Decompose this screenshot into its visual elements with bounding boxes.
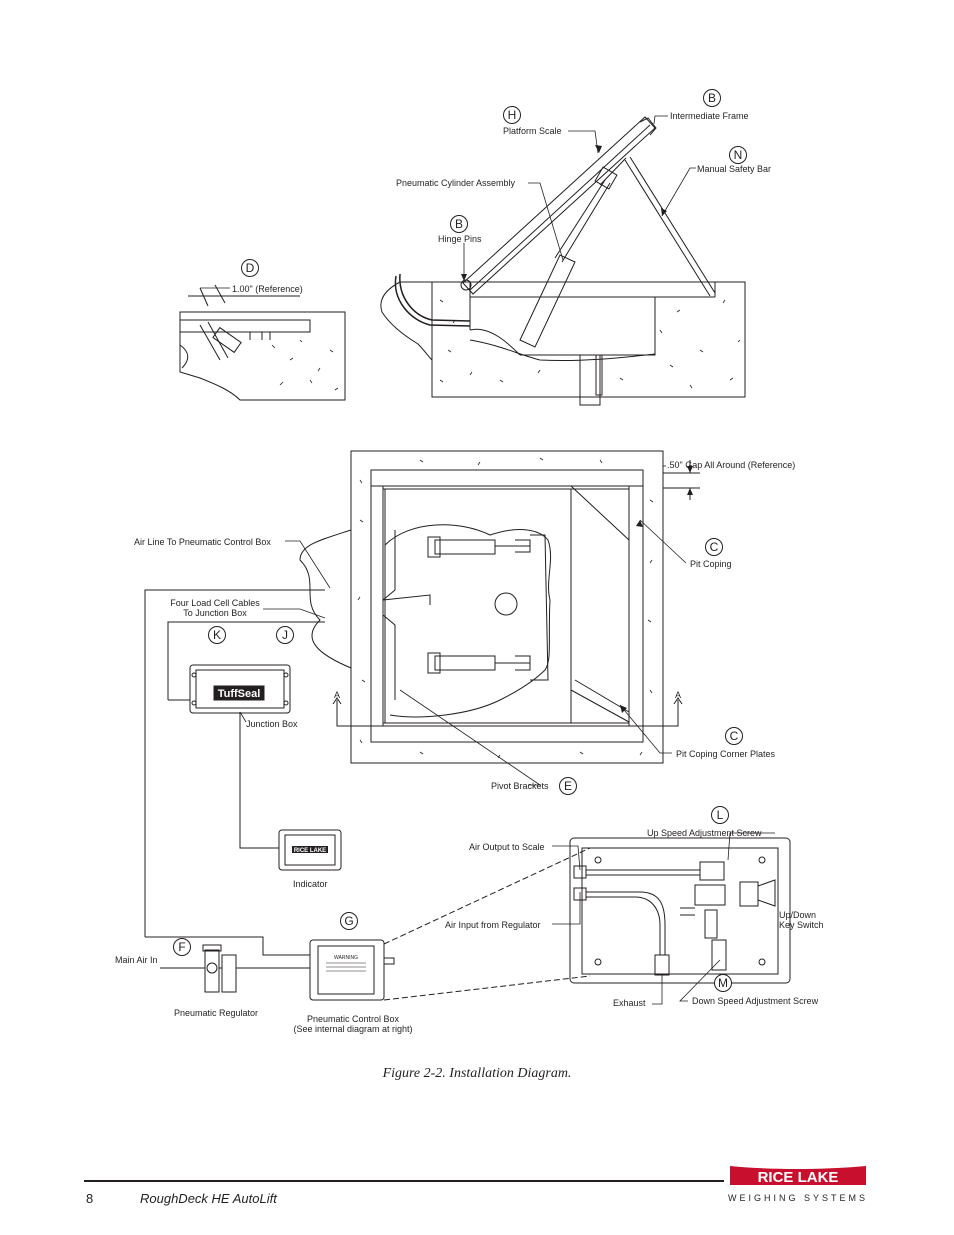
label-exhaust: Exhaust	[613, 998, 646, 1008]
detail-d-section	[179, 284, 346, 401]
label-up-speed-screw: Up Speed Adjustment Screw	[647, 828, 762, 838]
warning-text: WARNING	[334, 955, 358, 961]
control-box-drawing	[309, 847, 591, 1001]
label-control-box: Pneumatic Control Box (See internal diag…	[280, 1014, 426, 1034]
label-pneumatic-regulator: Pneumatic Regulator	[174, 1008, 259, 1018]
label-pneumatic-cylinder-assembly: Pneumatic Cylinder Assembly	[396, 178, 516, 188]
control-box-internal	[569, 837, 791, 984]
label-pit-coping: Pit Coping	[690, 559, 732, 569]
label-load-cell-cables-line1: Four Load Cell Cables	[170, 598, 260, 608]
label-air-line: Air Line To Pneumatic Control Box	[134, 537, 271, 547]
label-section-a-left: A	[334, 690, 341, 700]
logo-sub-text: WEIGHING SYSTEMS	[728, 1193, 868, 1203]
wiring-lines	[144, 589, 325, 969]
callout-j: J	[276, 626, 294, 644]
label-air-output: Air Output to Scale	[469, 842, 545, 852]
label-control-box-line1: Pneumatic Control Box	[306, 1014, 400, 1024]
callout-n: N	[729, 146, 747, 164]
label-pivot-brackets: Pivot Brackets	[491, 781, 549, 791]
concrete-texture-d	[271, 339, 339, 391]
label-down-speed-screw: Down Speed Adjustment Screw	[692, 996, 819, 1006]
callout-l: L	[711, 806, 729, 824]
label-key-switch: Up/Down Key Switch	[779, 910, 824, 930]
label-reference-100: 1.00" (Reference)	[232, 284, 303, 294]
indicator-logo-bar	[292, 846, 328, 853]
concrete-texture-top	[439, 299, 741, 389]
page-number: 8	[86, 1191, 94, 1206]
label-intermediate-frame: Intermediate Frame	[670, 111, 749, 121]
label-control-box-line2: (See internal diagram at right)	[293, 1024, 413, 1034]
junction-brand-text: TuffSeal	[218, 688, 261, 700]
callout-c-pit-coping: C	[705, 538, 723, 556]
callout-d: D	[241, 259, 259, 277]
callout-g: G	[340, 912, 358, 930]
label-indicator: Indicator	[293, 879, 328, 889]
callout-c-corner-plates: C	[725, 727, 743, 745]
label-key-switch-line2: Key Switch	[779, 920, 824, 930]
figure-caption: Figure 2-2. Installation Diagram.	[382, 1066, 572, 1081]
indicator-drawing	[278, 829, 342, 871]
label-load-cell-cables: Four Load Cell Cables To Junction Box	[160, 598, 270, 618]
indicator-brand-text: RICE LAKE	[294, 848, 326, 854]
raised-scale-elevation	[380, 116, 746, 406]
junction-box-label-plate	[214, 686, 264, 700]
callout-k: K	[208, 626, 226, 644]
label-platform-scale: Platform Scale	[503, 126, 562, 136]
label-air-input: Air Input from Regulator	[445, 920, 541, 930]
label-manual-safety-bar: Manual Safety Bar	[697, 164, 772, 174]
label-pit-coping-corner-plates: Pit Coping Corner Plates	[676, 749, 776, 759]
callout-f: F	[173, 938, 191, 956]
label-junction-box: Junction Box	[246, 719, 298, 729]
label-main-air-in: Main Air In	[115, 955, 158, 965]
callout-m: M	[714, 974, 732, 992]
label-load-cell-cables-line2: To Junction Box	[183, 608, 247, 618]
rice-lake-logo: RICE LAKE WEIGHING SYSTEMS	[728, 1166, 868, 1203]
callout-e: E	[559, 777, 577, 795]
regulator-drawing	[202, 944, 237, 993]
label-section-a-right: A	[675, 690, 682, 700]
callout-b-intermediate-frame: B	[703, 89, 721, 107]
callout-b-hinge: B	[450, 215, 468, 233]
logo-main-text: RICE LAKE	[758, 1169, 839, 1186]
callout-h: H	[503, 106, 521, 124]
pit-plan-view	[299, 450, 700, 764]
leader-lines	[200, 115, 775, 1005]
footer-rule	[84, 1180, 724, 1182]
document-title: RoughDeck HE AutoLift	[140, 1191, 277, 1206]
label-gap-reference: .50" Gap All Around (Reference)	[667, 460, 796, 470]
label-key-switch-line1: Up/Down	[779, 910, 817, 920]
concrete-texture-plan	[357, 457, 654, 759]
arrowheads	[461, 145, 693, 713]
label-hinge-pins: Hinge Pins	[438, 234, 482, 244]
